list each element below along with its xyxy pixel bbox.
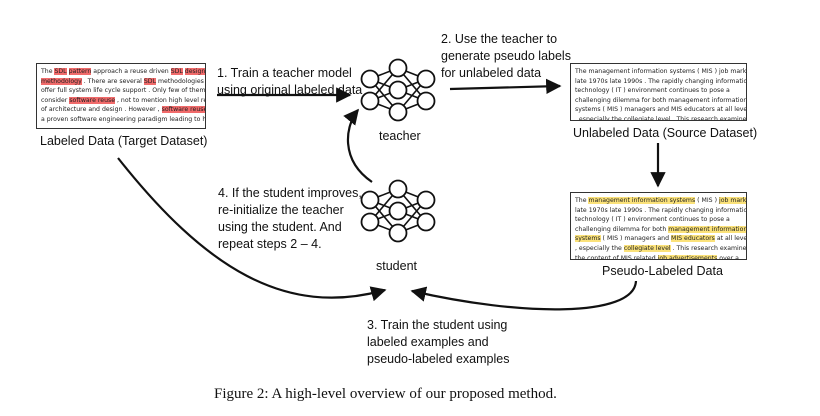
text-segment: . There are several — [81, 77, 144, 85]
figure-caption: Figure 2: A high-level overview of our p… — [214, 386, 557, 402]
text-segment: ( MIS ) — [695, 197, 719, 204]
document-line: technology ( IT ) environment continues … — [575, 215, 742, 225]
text-segment: of architecture and design . However , — [41, 106, 162, 114]
text-segment: methodologies that — [157, 77, 205, 85]
highlighted-entity: collegiate level — [623, 244, 671, 252]
arrow-student-to-teacher — [343, 108, 373, 183]
text-segment: late 1970s late 1990s . The rapidly chan… — [575, 77, 747, 85]
network-node — [416, 91, 436, 111]
text-segment: approach a reuse driven — [91, 68, 171, 75]
document-line: a proven software engineering paradigm l… — [41, 115, 205, 125]
document-line: technology ( IT ) environment continues … — [575, 86, 742, 96]
text-segment: ( MIS ) managers and — [600, 235, 671, 243]
text-segment: , especially the collegiate level . This… — [575, 115, 747, 121]
network-node — [360, 190, 380, 210]
text-segment: late 1970s late 1990s . The rapidly chan… — [575, 206, 747, 214]
highlighted-entity: methodology — [41, 77, 82, 85]
step-2-text: 2. Use the teacher to generate pseudo la… — [441, 32, 571, 80]
network-node — [360, 212, 380, 232]
text-segment: The — [575, 197, 589, 204]
highlighted-entity: job advertisements — [657, 254, 718, 260]
network-node — [388, 80, 408, 100]
document-line: systems ( MIS ) managers and MIS educato… — [575, 105, 746, 115]
document-line: of architecture and design . However , s… — [41, 105, 205, 115]
document-line: The SDL pattern approach a reuse driven … — [41, 67, 205, 77]
text-segment: systems ( MIS ) managers and MIS educato… — [575, 106, 747, 114]
document-line: systems ( MIS ) managers and MIS educato… — [575, 234, 746, 244]
document-line: late 1970s late 1990s . The rapidly chan… — [575, 206, 746, 216]
highlighted-entity: design — [184, 68, 206, 75]
text-segment: technology ( IT ) environment continues … — [575, 87, 730, 95]
network-node — [388, 223, 408, 243]
document-line: the content of MIS related job advertise… — [575, 254, 742, 260]
student-label: student — [376, 259, 418, 273]
student-network-icon — [360, 179, 436, 243]
teacher-network-icon — [360, 58, 436, 122]
network-node — [360, 69, 380, 89]
network-node — [388, 201, 408, 221]
pseudo-labeled-data-label: Pseudo-Labeled Data — [602, 264, 723, 278]
arrow-labeled-to-student — [117, 157, 387, 302]
pseudo-labeled-document: The management information systems ( MIS… — [570, 192, 747, 260]
teacher-label: teacher — [379, 129, 421, 143]
network-node — [388, 58, 408, 78]
unlabeled-document-text: The management information systems ( MIS… — [575, 67, 746, 120]
text-segment: , not to mention high level reuse — [116, 96, 205, 104]
text-segment: technology ( IT ) environment continues … — [575, 216, 730, 224]
text-segment: consider — [41, 96, 70, 104]
text-segment: the content of MIS related — [575, 254, 658, 260]
highlighted-entity: job market — [718, 197, 746, 204]
document-line: , especially the collegiate level . This… — [575, 115, 746, 120]
highlighted-entity: pattern — [68, 68, 92, 75]
arrow-teacher-to-unlabeled — [449, 78, 562, 95]
highlighted-entity: MIS educators — [671, 235, 715, 243]
text-segment: a proven software engineering paradigm l… — [41, 115, 206, 123]
highlighted-entity: SDL — [170, 68, 183, 75]
highlighted-entity: management information — [668, 225, 747, 233]
step-3-text: 3. Train the student using labeled examp… — [367, 318, 510, 366]
step-1-text: 1. Train a teacher model using original … — [217, 66, 363, 97]
labeled-data-label: Labeled Data (Target Dataset) — [40, 134, 208, 148]
document-line: methodology . There are several SDL meth… — [41, 77, 205, 87]
text-segment: offer full system life cycle support . O… — [41, 87, 206, 95]
text-segment: challenging dilemma for both — [575, 225, 669, 233]
highlighted-entity: systems — [575, 235, 601, 243]
document-line: consider software reuse , not to mention… — [41, 96, 205, 106]
labeled-document-text: The SDL pattern approach a reuse driven … — [41, 67, 205, 125]
unlabeled-document: The management information systems ( MIS… — [570, 63, 747, 121]
text-segment: over a — [717, 254, 739, 260]
document-line: offer full system life cycle support . O… — [41, 86, 205, 96]
network-node — [388, 179, 408, 199]
document-line: late 1970s late 1990s . The rapidly chan… — [575, 77, 746, 87]
highlighted-entity: management information systems — [588, 197, 696, 204]
network-node — [388, 102, 408, 122]
highlighted-entity: SDL — [54, 68, 67, 75]
network-node — [416, 212, 436, 232]
text-segment: . This research examines — [670, 244, 747, 252]
labeled-document: The SDL pattern approach a reuse driven … — [36, 63, 206, 129]
unlabeled-data-label: Unlabeled Data (Source Dataset) — [573, 126, 758, 140]
document-line: The management information systems ( MIS… — [575, 196, 746, 206]
text-segment: , especially the — [575, 244, 624, 252]
network-node — [360, 91, 380, 111]
document-line: challenging dilemma for both management … — [575, 96, 746, 106]
highlighted-entity: software reuse — [69, 96, 116, 104]
arrow-pseudo-to-student — [410, 280, 638, 311]
document-line: challenging dilemma for both management … — [575, 225, 746, 235]
network-node — [416, 190, 436, 210]
network-node — [416, 69, 436, 89]
pseudo-labeled-document-text: The management information systems ( MIS… — [575, 196, 746, 260]
step-4-text: 4. If the student improves, re-initializ… — [218, 186, 362, 251]
text-segment: at all levels — [716, 235, 747, 243]
text-segment: challenging dilemma for both management … — [575, 96, 747, 104]
highlighted-entity: SDL — [143, 77, 157, 85]
text-segment: The management information systems ( MIS… — [575, 68, 747, 75]
highlighted-entity: software reuse — [161, 106, 206, 114]
document-line: , especially the collegiate level . This… — [575, 244, 746, 254]
text-segment: The — [41, 68, 55, 75]
document-line: The management information systems ( MIS… — [575, 67, 746, 77]
